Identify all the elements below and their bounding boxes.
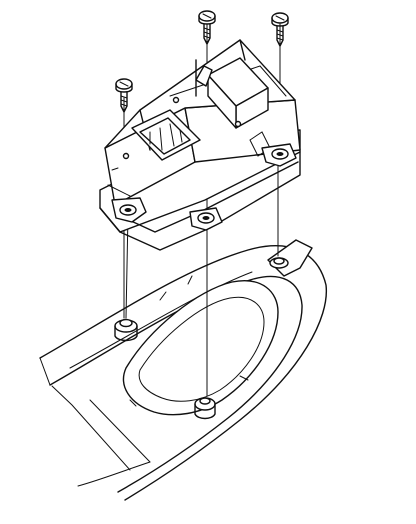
console-panel: [39, 245, 328, 501]
screw-right: [271, 12, 289, 47]
boss-bottom: [194, 397, 216, 420]
screw-center: [198, 10, 216, 45]
mounting-ear-center: [189, 207, 223, 231]
screw-left: [115, 78, 133, 113]
mounting-ear-right: [261, 143, 297, 167]
boss-right: [267, 239, 313, 277]
boss-left: [114, 318, 138, 342]
mounting-ear-left: [111, 197, 147, 223]
